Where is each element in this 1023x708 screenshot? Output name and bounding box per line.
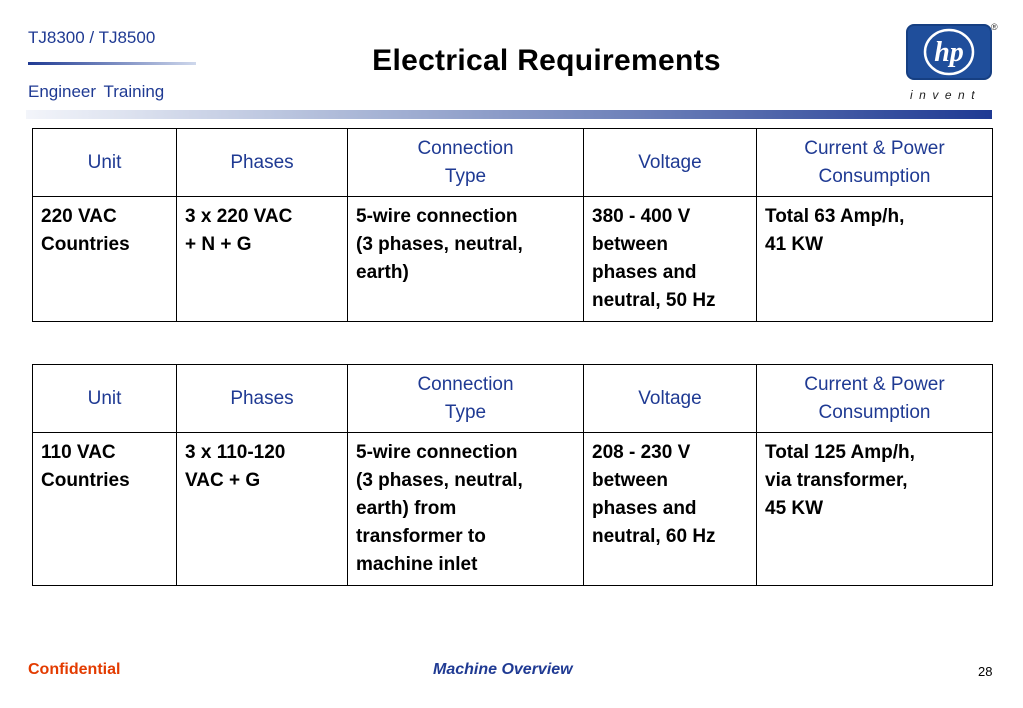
- header-product: TJ8300 / TJ8500: [28, 28, 156, 47]
- table-row: 110 VAC Countries 3 x 110-120 VAC + G 5-…: [32, 432, 993, 586]
- cell-current-power: Total 63 Amp/h, 41 KW: [756, 196, 993, 322]
- cell-current-power: Total 125 Amp/h, via transformer, 45 KW: [756, 432, 993, 586]
- registered-mark: ®: [991, 22, 998, 32]
- hp-logo-icon: hp: [906, 24, 992, 80]
- cell-voltage: 380 - 400 V between phases and neutral, …: [583, 196, 757, 322]
- header-rule: [28, 62, 196, 65]
- cell-connection-type: 5-wire connection (3 phases, neutral, ea…: [347, 196, 584, 322]
- column-header-unit: Unit: [32, 364, 177, 433]
- page-title: Electrical Requirements: [372, 44, 721, 77]
- cell-connection-type: 5-wire connection (3 phases, neutral, ea…: [347, 432, 584, 586]
- table-header-row: Unit Phases Connection Type Voltage Curr…: [32, 128, 993, 197]
- footer-section: Machine Overview: [433, 661, 573, 678]
- requirements-table-110: Unit Phases Connection Type Voltage Curr…: [32, 364, 993, 586]
- column-header-current-power: Current & Power Consumption: [756, 128, 993, 197]
- footer-confidential: Confidential: [28, 661, 121, 678]
- column-header-current-power: Current & Power Consumption: [756, 364, 993, 433]
- header-subtitle: Engineer Training: [28, 82, 165, 101]
- page-number: 28: [978, 664, 993, 679]
- requirements-table-220: Unit Phases Connection Type Voltage Curr…: [32, 128, 993, 322]
- cell-unit: 220 VAC Countries: [32, 196, 177, 322]
- column-header-connection-type: Connection Type: [347, 364, 584, 433]
- column-header-connection-type: Connection Type: [347, 128, 584, 197]
- hp-logo-text: hp: [934, 37, 964, 68]
- column-header-phases: Phases: [176, 364, 348, 433]
- header-band: [26, 110, 992, 119]
- cell-unit: 110 VAC Countries: [32, 432, 177, 586]
- column-header-voltage: Voltage: [583, 128, 757, 197]
- table-row: 220 VAC Countries 3 x 220 VAC + N + G 5-…: [32, 196, 993, 322]
- table-header-row: Unit Phases Connection Type Voltage Curr…: [32, 364, 993, 433]
- column-header-voltage: Voltage: [583, 364, 757, 433]
- invent-tagline: invent: [910, 88, 982, 102]
- cell-phases: 3 x 110-120 VAC + G: [176, 432, 348, 586]
- cell-voltage: 208 - 230 V between phases and neutral, …: [583, 432, 757, 586]
- column-header-unit: Unit: [32, 128, 177, 197]
- column-header-phases: Phases: [176, 128, 348, 197]
- cell-phases: 3 x 220 VAC + N + G: [176, 196, 348, 322]
